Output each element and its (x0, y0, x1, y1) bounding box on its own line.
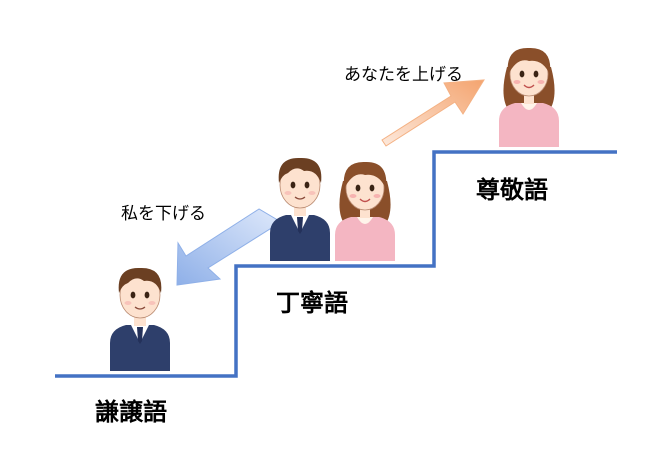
businesswoman-icon (334, 161, 396, 262)
businessman-icon (109, 267, 171, 372)
arrow-down-left-icon (176, 208, 282, 286)
arrow-label-lower-self: 私を下げる (121, 204, 206, 224)
businessman-icon (269, 157, 331, 262)
staircase-line (55, 150, 617, 378)
level-label-humble: 謙譲語 (95, 398, 167, 426)
businesswoman-icon (498, 47, 560, 148)
arrow-label-raise-other: あなたを上げる (344, 65, 463, 85)
level-label-respectful: 尊敬語 (476, 176, 548, 204)
level-label-polite: 丁寧語 (276, 289, 348, 317)
arrow-up-right-icon (381, 79, 485, 147)
